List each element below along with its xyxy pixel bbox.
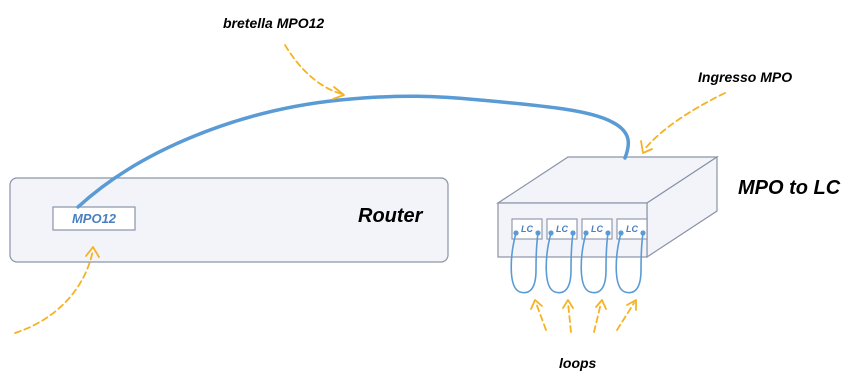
fiber-loop-4 <box>615 232 644 294</box>
arrowhead-icon <box>640 140 653 154</box>
loop-arrow-3 <box>593 302 602 333</box>
loop-arrow-2 <box>567 302 572 333</box>
arrowhead-icon <box>530 299 543 310</box>
lc-port-2: LC <box>546 218 578 240</box>
fiber-connector-dot <box>548 230 554 236</box>
mpo12-port <box>52 206 136 231</box>
mpo12-patch-cable <box>76 94 631 209</box>
fiber-connector-dot <box>618 230 624 236</box>
fiber-connector-dot <box>513 230 519 236</box>
cable-callout-arrow <box>284 44 343 95</box>
fiber-connector-dot <box>570 230 576 236</box>
input-callout-arrow <box>643 92 726 151</box>
lc-port-label: LC <box>521 224 533 234</box>
loops-label: loops <box>559 355 597 371</box>
input-label: Ingresso MPO <box>698 69 792 85</box>
arrowhead-icon <box>332 86 345 100</box>
arrowhead-icon <box>562 299 574 309</box>
mpo12-port-label: MPO12 <box>72 211 117 226</box>
arrowhead-icon <box>85 246 100 258</box>
loop-arrow-4 <box>616 302 635 331</box>
router-box <box>9 177 449 263</box>
fiber-connector-dot <box>640 230 646 236</box>
lc-port-label: LC <box>591 224 603 234</box>
cable-label: bretella MPO12 <box>223 15 324 31</box>
fiber-loop-1 <box>510 232 539 294</box>
fiber-connector-dot <box>583 230 589 236</box>
lc-port-label: LC <box>626 224 638 234</box>
lc-port-label: LC <box>556 224 568 234</box>
fiber-connector-dot <box>605 230 611 236</box>
fiber-loop-2 <box>545 232 574 294</box>
loop-arrow-1 <box>535 302 547 331</box>
arrowhead-icon <box>626 299 637 311</box>
mpo12-callout-arrow <box>14 249 94 334</box>
lc-port-1: LC <box>511 218 543 240</box>
lc-port-4: LC <box>616 218 648 240</box>
arrowhead-icon <box>595 299 607 310</box>
lc-port-3: LC <box>581 218 613 240</box>
fiber-connector-dot <box>535 230 541 236</box>
router-label: Router <box>358 205 424 227</box>
fiber-loop-3 <box>580 232 609 294</box>
converter-label: MPO to LC <box>738 177 841 199</box>
